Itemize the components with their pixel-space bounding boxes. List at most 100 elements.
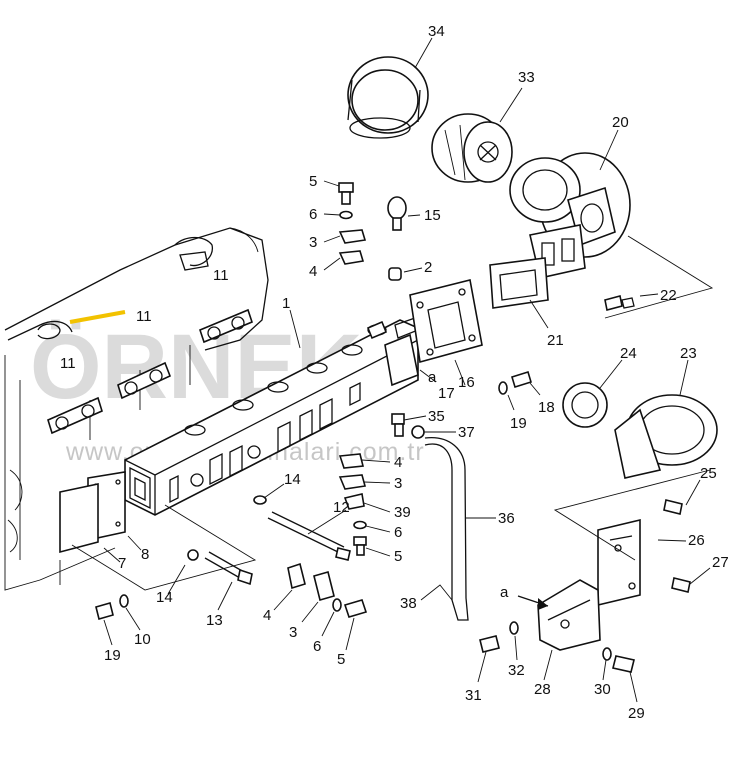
connector-35	[391, 413, 405, 437]
washer-32	[509, 621, 519, 635]
filter-33	[431, 113, 513, 183]
callout-11-mid: 11	[136, 308, 152, 325]
callout-23: 23	[680, 345, 697, 362]
callout-3-mid: 3	[394, 475, 402, 492]
callout-5-bottom: 5	[337, 651, 345, 668]
washer-6-bottom	[332, 598, 342, 612]
callout-14-left: 14	[156, 589, 173, 606]
callout-19-right: 19	[510, 415, 527, 432]
turbocharger-20	[509, 152, 631, 279]
callout-1: 1	[282, 295, 290, 312]
bolt-22	[604, 295, 635, 311]
washer-6-top	[339, 210, 353, 220]
callout-33: 33	[518, 69, 535, 86]
callout-38: 38	[400, 595, 417, 612]
callout-12: 12	[333, 499, 350, 516]
callout-22: 22	[660, 287, 677, 304]
callout-10: 10	[134, 631, 151, 648]
gasket-21	[489, 257, 549, 309]
callout-11-upper: 11	[213, 267, 229, 284]
bolt-18	[511, 370, 532, 389]
eyebolt-15	[387, 196, 407, 231]
gasket-11-mid	[117, 361, 172, 400]
callout-a-bottom: a	[500, 584, 509, 601]
top-bolt-cap	[366, 320, 388, 340]
gasket-11-lower	[47, 396, 103, 435]
callout-3-top: 3	[309, 234, 317, 251]
bolt-29	[612, 655, 635, 673]
plug-2	[388, 267, 402, 281]
callout-6-top: 6	[309, 206, 317, 223]
stud-13	[204, 551, 253, 586]
bolt-5-top	[338, 182, 354, 205]
plate-4-mid	[338, 453, 364, 469]
bolt-19-left	[95, 602, 114, 620]
washer-6-mid	[353, 520, 367, 530]
stud-12	[267, 511, 351, 561]
callout-35: 35	[428, 408, 445, 425]
callout-32: 32	[508, 662, 525, 679]
callout-5-top: 5	[309, 173, 317, 190]
bolt-5-bottom	[343, 599, 368, 618]
callout-11-lower: 11	[60, 355, 76, 372]
callout-4-mid: 4	[394, 454, 402, 471]
callout-20: 20	[612, 114, 629, 131]
adapter-16	[409, 279, 483, 364]
washer-30	[602, 647, 612, 661]
callout-8: 8	[141, 546, 149, 563]
callout-4-bottom: 4	[263, 607, 271, 624]
callout-29: 29	[628, 705, 645, 722]
callout-37: 37	[458, 424, 475, 441]
view-arrow-a	[517, 595, 549, 610]
callout-36: 36	[498, 510, 515, 527]
callout-25: 25	[700, 465, 717, 482]
callout-labels: 34 33 20 5 6 15 3 4 2 22 11 11 11 1 21 2…	[60, 23, 729, 722]
plate-17	[384, 333, 419, 387]
washer-14-mid	[253, 495, 267, 505]
ring-34	[347, 56, 429, 139]
callout-6-bottom: 6	[313, 638, 321, 655]
clamp-37	[411, 425, 425, 439]
callout-3-bottom: 3	[289, 624, 297, 641]
callout-34: 34	[428, 23, 445, 40]
item-39	[343, 493, 365, 510]
callout-31: 31	[465, 687, 482, 704]
callout-17: 17	[438, 385, 455, 402]
callout-27: 27	[712, 554, 729, 571]
bolt-25	[663, 499, 683, 515]
gasket-7	[59, 483, 99, 554]
callout-30: 30	[594, 681, 611, 698]
bracket-26	[597, 518, 641, 607]
plate-4-bottom	[287, 562, 306, 590]
washer-14-left	[187, 549, 199, 561]
washer-10	[119, 594, 129, 608]
bolt-5-mid	[353, 536, 367, 556]
watermark-accent-mark	[69, 310, 126, 324]
gasket-3-top	[338, 229, 367, 244]
elbow-23	[614, 394, 718, 479]
gasket-11-upper	[199, 308, 253, 344]
callout-28: 28	[534, 681, 551, 698]
callout-2: 2	[424, 259, 432, 276]
callout-a-top: a	[428, 369, 437, 386]
callout-26: 26	[688, 532, 705, 549]
callout-4-top: 4	[309, 263, 317, 280]
callout-15: 15	[424, 207, 441, 224]
gasket-24	[562, 382, 608, 428]
callout-18: 18	[538, 399, 555, 416]
bolt-31	[479, 635, 500, 653]
bolt-27	[671, 577, 691, 593]
callout-6-mid: 6	[394, 524, 402, 541]
callout-39: 39	[394, 504, 411, 521]
callout-14-mid: 14	[284, 471, 301, 488]
plate-4-top	[338, 250, 365, 265]
bracket-28	[537, 579, 601, 651]
tube-36	[424, 436, 469, 621]
leader-lines	[71, 37, 714, 703]
callout-5-mid: 5	[394, 548, 402, 565]
callout-13: 13	[206, 612, 223, 629]
callout-16: 16	[458, 374, 475, 391]
callout-21: 21	[547, 332, 564, 349]
callout-19-left: 19	[104, 647, 121, 664]
